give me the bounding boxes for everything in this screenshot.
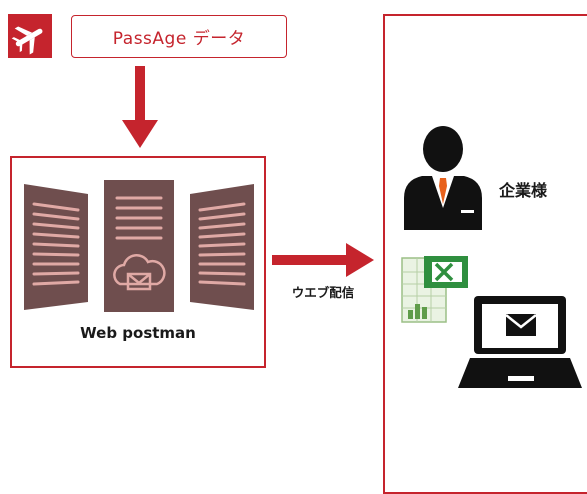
- right-arrow: [272, 243, 374, 277]
- source-data-box: PassAge データ: [71, 15, 287, 58]
- client-label: 企業様: [499, 181, 548, 200]
- excel-icon: [401, 256, 468, 323]
- server-cloud-mail-icon: [24, 180, 254, 312]
- source-data-label: PassAge データ: [112, 29, 246, 49]
- down-arrow: [122, 66, 158, 148]
- businessman-icon: [404, 126, 482, 230]
- delivery-label: ウエブ配信: [291, 285, 355, 300]
- server-label: Web postman: [80, 324, 196, 342]
- laptop-mail-icon: [458, 296, 582, 388]
- airplane-icon: [8, 14, 52, 58]
- server-box: [10, 156, 266, 368]
